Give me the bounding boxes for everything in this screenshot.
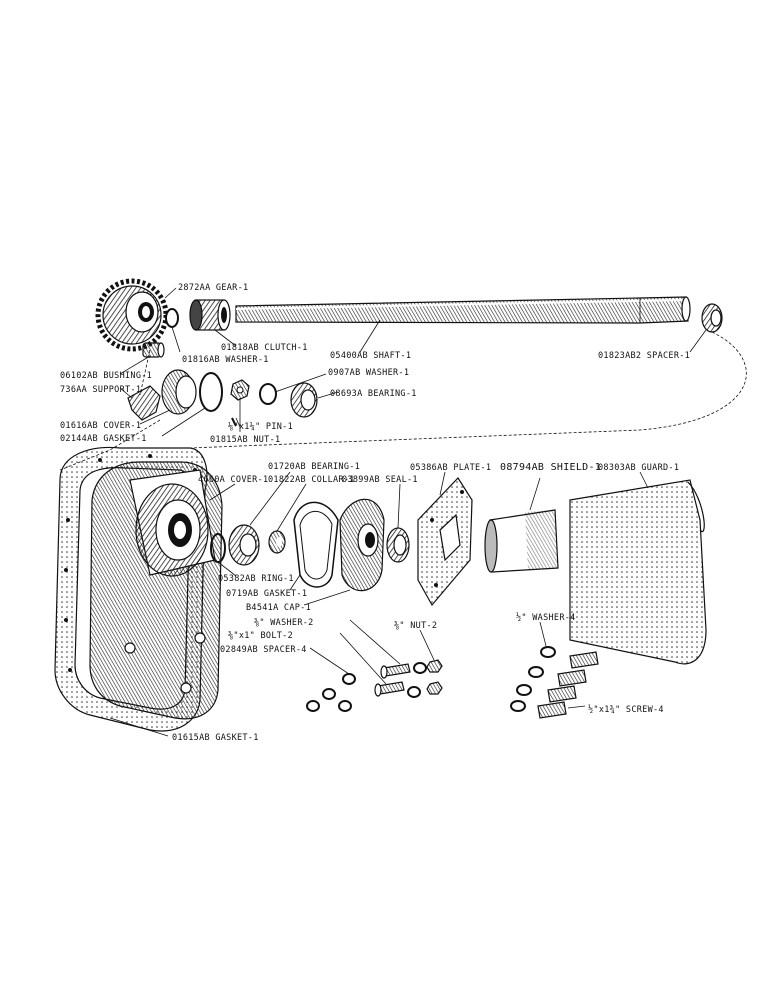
gasket-0719 [293, 501, 339, 588]
label-bearing-01720: 01720AB BEARING-1 [268, 462, 360, 472]
guard-08303 [569, 479, 707, 665]
label-cap: B4541A CAP-1 [246, 603, 311, 613]
gear-housing [89, 461, 223, 720]
label-spacer-02849: 02849AB SPACER-4 [220, 645, 307, 655]
label-washer-01816: 01816AB WASHER-1 [182, 355, 269, 365]
assembly-path-bushing [139, 349, 151, 396]
bearing-01720 [228, 524, 260, 566]
label-cover-4660: 4660A COVER-1 [198, 475, 268, 485]
label-washer-4: ½" WASHER-4 [516, 612, 576, 623]
cover-01616 [161, 369, 197, 415]
support [127, 385, 161, 421]
label-gasket-0719: 0719AB GASKET-1 [226, 589, 307, 599]
nut-2-group [426, 659, 443, 695]
label-screw: ½"x1¾" SCREW-4 [588, 704, 664, 715]
spacer-02849-group [306, 673, 356, 712]
label-support: 736AA SUPPORT-1 [60, 385, 141, 395]
label-clutch: 01818AB CLUTCH-1 [221, 343, 308, 353]
gear [95, 278, 169, 352]
label-gasket-02144: 02144AB GASKET-1 [60, 434, 147, 444]
seal-03899 [386, 527, 410, 563]
washer-4-group [510, 646, 556, 712]
nut-01815 [230, 379, 250, 401]
label-nut-01815: 01815AB NUT-1 [210, 435, 280, 445]
bushing [142, 342, 165, 358]
clutch [189, 299, 231, 331]
leader-lines [109, 287, 707, 737]
washer-2-group [407, 662, 427, 698]
label-pin: ⅛"x1¼" PIN-1 [228, 422, 293, 432]
part-labels: 2872AA GEAR-1 01818AB CLUTCH-1 01816AB W… [60, 283, 690, 743]
label-ring: 05382AB RING-1 [218, 574, 294, 584]
label-washer-2: ⅜" WASHER-2 [254, 618, 314, 628]
cap-b4541 [339, 498, 385, 592]
label-bolt: ⅜"x1" BOLT-2 [228, 631, 293, 641]
label-guard: 08303AB GUARD-1 [598, 463, 679, 473]
shield-08794 [484, 509, 559, 573]
label-shield: 08794AB SHIELD-1 [500, 462, 601, 473]
label-bearing-08693: 08693A BEARING-1 [330, 389, 417, 399]
label-nut-2: ⅜" NUT-2 [394, 621, 437, 631]
spacer-01823 [701, 303, 723, 333]
shaft [235, 296, 691, 324]
gasket-02144 [199, 372, 223, 412]
washer-0907 [259, 383, 277, 405]
label-seal: 03899AB SEAL-1 [342, 475, 418, 485]
plate-05386 [417, 477, 473, 607]
label-washer-0907: 0907AB WASHER-1 [328, 368, 409, 378]
label-gasket-01615: 01615AB GASKET-1 [172, 733, 259, 743]
washer-01816 [165, 308, 179, 328]
pin [231, 417, 237, 427]
assembly-path-spacer [189, 331, 747, 449]
label-shaft: 05400AB SHAFT-1 [330, 351, 411, 361]
bearing-08693 [290, 382, 318, 418]
screw-group [537, 651, 599, 719]
label-gear: 2872AA GEAR-1 [178, 283, 248, 293]
bolt-group [374, 663, 411, 697]
label-collar: 01822AB COLLAR-1 [268, 475, 355, 485]
label-cover-01616: 01616AB COVER-1 [60, 421, 141, 431]
label-bushing: 06102AB BUSHING-1 [60, 371, 152, 381]
collar-01822 [268, 530, 286, 554]
label-plate: 05386AB PLATE-1 [410, 463, 491, 473]
label-spacer-01823: 01823AB2 SPACER-1 [598, 351, 690, 361]
